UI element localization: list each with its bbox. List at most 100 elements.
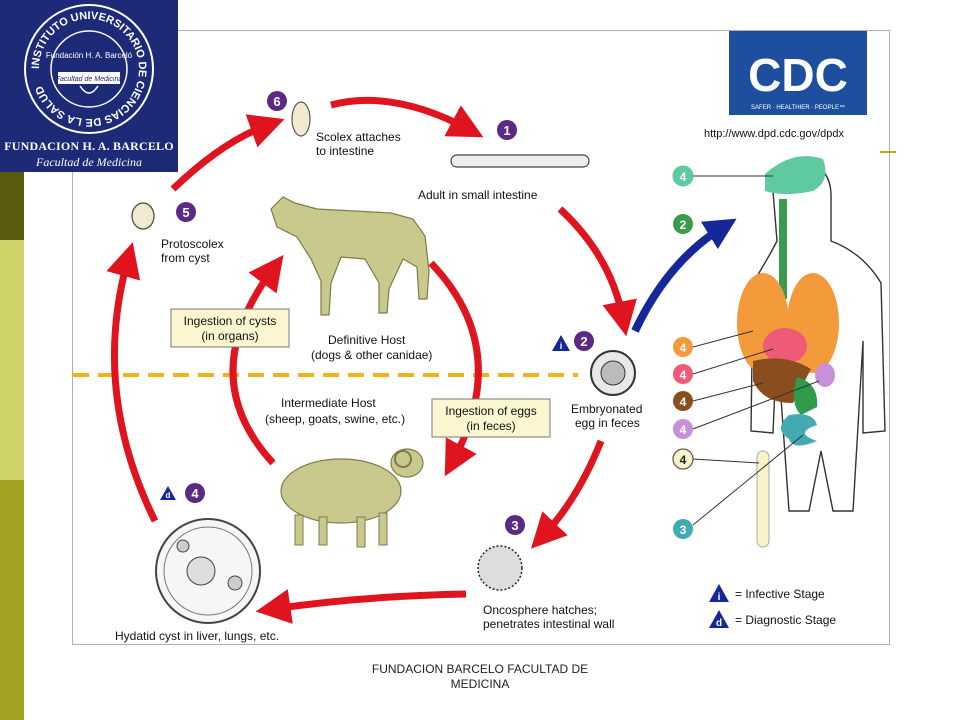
stage-2-infective-letter: i xyxy=(560,341,563,351)
stage-6-number: 6 xyxy=(273,94,280,109)
marker-esophagus-2: 2 xyxy=(680,218,687,232)
stage-6-label-2: to intestine xyxy=(316,144,374,158)
university-seal: INSTITUTO UNIVERSITARIO DE CIENCIAS DE L… xyxy=(24,4,154,134)
cdc-logo-text: CDC xyxy=(748,49,848,101)
human-body-icon xyxy=(737,156,886,548)
stage-3-badge xyxy=(505,515,525,535)
arrow-4-to-5 xyxy=(106,242,159,523)
sidebar-block-darker xyxy=(0,170,24,240)
protoscolex-icon xyxy=(131,202,155,230)
arrow-5-to-6 xyxy=(170,114,285,192)
bone-icon xyxy=(756,450,770,548)
cdc-logo: CDC SAFER · HEALTHIER · PEOPLE™ xyxy=(729,31,867,115)
arrow-cyst-ingestion xyxy=(229,254,284,466)
diagnostic-stage-icon xyxy=(160,486,176,500)
stage-5-badge xyxy=(176,202,196,222)
dog-icon xyxy=(270,196,430,316)
stage-1-badge xyxy=(497,120,517,140)
sidebar-block-olive xyxy=(0,480,24,720)
arrow-3-to-4 xyxy=(255,589,467,624)
slide-footer: FUNDACION BARCELO FACULTAD DE MEDICINA xyxy=(330,662,630,692)
stage-1-label: Adult in small intestine xyxy=(418,188,538,202)
seal-badge-text: Facultad de Medicina xyxy=(56,76,123,83)
ingestion-cysts-line2: (in organs) xyxy=(201,329,258,343)
stage-3-label-2: penetrates intestinal wall xyxy=(483,617,614,631)
arrow-2-to-3 xyxy=(530,439,605,549)
legend-infective-label: = Infective Stage xyxy=(735,587,825,601)
life-cycle-diagram: 6 Scolex attaches to intestine 1 Adult i… xyxy=(72,30,890,645)
stage-6: 6 Scolex attaches to intestine xyxy=(267,91,401,158)
legend-infective-icon xyxy=(709,584,729,602)
stage-4-badge xyxy=(185,483,205,503)
seal-badge xyxy=(58,72,120,84)
svg-text:INSTITUTO UNIVERSITARIO DE CIE: INSTITUTO UNIVERSITARIO DE CIENCIAS DE L… xyxy=(30,10,148,128)
spleen-icon xyxy=(815,363,835,387)
stomach-icon xyxy=(793,377,818,415)
marker-heart-4: 4 xyxy=(680,368,687,382)
stage-4: d 4 Hydatid cyst in liver, lungs, etc. xyxy=(115,483,279,643)
stage-5-number: 5 xyxy=(182,205,189,220)
body-markers: 4 2 4 4 4 4 4 3 xyxy=(672,165,820,539)
ingestion-eggs-line2: (in feces) xyxy=(466,419,515,433)
stage-4-number: 4 xyxy=(191,486,199,501)
stage-6-label-1: Scolex attaches xyxy=(316,130,401,144)
diagram-canvas: 6 Scolex attaches to intestine 1 Adult i… xyxy=(73,31,886,643)
esophagus-icon xyxy=(779,199,787,299)
brain-icon xyxy=(765,156,826,194)
marker-bone-4: 4 xyxy=(680,453,687,467)
footer-line-2: MEDICINA xyxy=(450,677,510,691)
stage-2: i 2 Embryonated egg in feces xyxy=(552,331,642,430)
seal-inner-text: Fundación H. A. Barceló xyxy=(46,51,133,60)
heart-icon xyxy=(763,328,807,364)
definitive-host-title: Definitive Host xyxy=(328,333,406,347)
legend-diagnostic-letter: d xyxy=(716,618,722,629)
infective-stage-icon xyxy=(552,335,570,351)
marker-lung-4: 4 xyxy=(680,341,687,355)
stage-2-label-1: Embryonated xyxy=(571,402,642,416)
sheep-icon xyxy=(280,448,424,548)
stage-5-label-1: Protoscolex xyxy=(161,237,224,251)
arrow-6-to-1 xyxy=(330,96,484,138)
sidebar-block-light xyxy=(0,240,24,480)
footer-line-1: FUNDACION BARCELO FACULTAD DE xyxy=(371,662,589,676)
oncosphere-icon xyxy=(477,545,523,591)
stage-legend: i = Infective Stage d = Diagnostic Stage xyxy=(709,584,836,629)
marker-brain-4: 4 xyxy=(680,170,687,184)
stage-2-number: 2 xyxy=(580,334,587,349)
stage-3-label-1: Oncosphere hatches; xyxy=(483,603,597,617)
stage-6-badge xyxy=(267,91,287,111)
stage-5-label-2: from cyst xyxy=(161,251,210,265)
cdc-tagline: SAFER · HEALTHIER · PEOPLE™ xyxy=(751,104,845,111)
intestine-icon xyxy=(781,414,817,446)
university-logo: INSTITUTO UNIVERSITARIO DE CIENCIAS DE L… xyxy=(0,0,178,172)
legend-infective-letter: i xyxy=(718,592,721,603)
intermediate-host-title: Intermediate Host xyxy=(281,396,376,410)
ingestion-cysts-box: Ingestion of cysts (in organs) xyxy=(170,308,290,348)
arrow-to-human xyxy=(631,218,737,333)
legend-diagnostic-label: = Diagnostic Stage xyxy=(735,613,836,627)
header-accent-line xyxy=(880,151,896,153)
marker-intestine-3: 3 xyxy=(680,523,687,537)
stage-2-badge xyxy=(574,331,594,351)
cdc-url: http://www.dpd.cdc.gov/dpdx xyxy=(704,128,845,140)
intermediate-host-label: Intermediate Host (sheep, goats, swine, … xyxy=(265,396,405,426)
definitive-host-label: Definitive Host (dogs & other canidae) xyxy=(311,333,432,362)
ingestion-cysts-line1: Ingestion of cysts xyxy=(184,314,277,328)
ingestion-eggs-box: Ingestion of eggs (in feces) xyxy=(431,398,551,438)
adult-tapeworm-icon xyxy=(450,154,590,168)
legend-diagnostic-icon xyxy=(709,610,729,628)
scolex-icon xyxy=(291,101,311,137)
stage-1: 1 Adult in small intestine xyxy=(418,120,590,202)
marker-liver-4: 4 xyxy=(680,395,687,409)
seal-emblem-icon xyxy=(79,85,99,94)
stage-5: 5 Protoscolex from cyst xyxy=(131,202,224,265)
definitive-host-subtitle: (dogs & other canidae) xyxy=(311,348,432,362)
marker-spleen-4: 4 xyxy=(680,423,687,437)
stage-1-number: 1 xyxy=(503,123,510,138)
logo-caption-subtitle: Facultad de Medicina xyxy=(36,155,142,169)
intermediate-host-subtitle: (sheep, goats, swine, etc.) xyxy=(265,412,405,426)
stage-3-number: 3 xyxy=(511,518,518,533)
logo-caption-title: FUNDACION H. A. BARCELO xyxy=(4,139,174,153)
stage-4-label: Hydatid cyst in liver, lungs, etc. xyxy=(115,629,279,643)
stage-2-label-2: egg in feces xyxy=(575,416,640,430)
